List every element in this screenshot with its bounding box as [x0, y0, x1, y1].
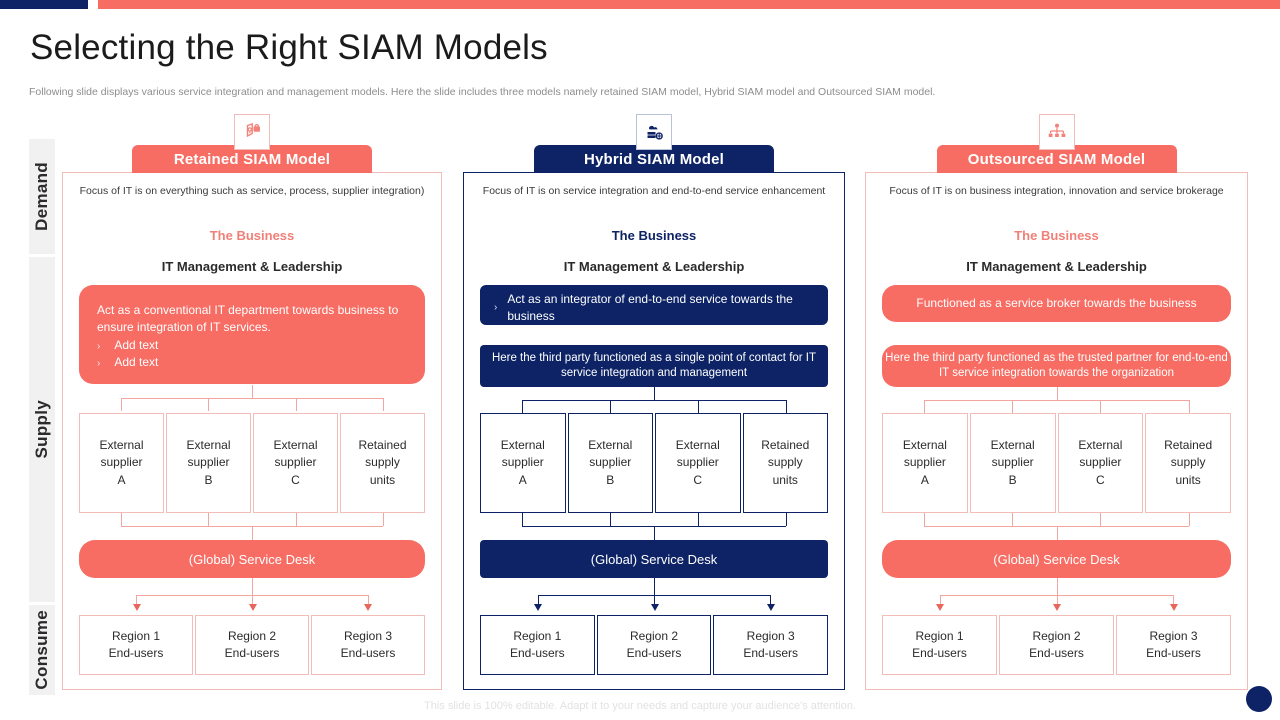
connector-tree-top-outsourced [882, 387, 1231, 425]
supplier-box[interactable]: External supplier A [480, 413, 566, 513]
supplier-box[interactable]: External supplier A [79, 413, 164, 513]
cloud-server-icon [636, 114, 672, 150]
corner-dot-decoration [1246, 686, 1272, 712]
supplier-box[interactable]: External supplier B [969, 413, 1056, 513]
bullet-item: › Add text [97, 337, 407, 354]
region-box[interactable]: Region 1 End-users [480, 615, 595, 675]
supplier-box[interactable]: Retained supply units [1145, 413, 1231, 513]
region-row-hybrid: Region 1 End-users Region 2 End-users Re… [480, 615, 829, 675]
statement-text-hybrid: Act as an integrator of end-to-end servi… [507, 292, 793, 323]
supplier-box[interactable]: External supplier C [1057, 413, 1144, 513]
rail-segment-supply: Supply [29, 257, 55, 602]
region-box[interactable]: Region 1 End-users [79, 615, 193, 675]
rail-label-consume: Consume [32, 610, 51, 690]
rail-label-supply: Supply [32, 400, 51, 459]
region-row-retained: Region 1 End-users Region 2 End-users Re… [79, 615, 425, 675]
region-box[interactable]: Region 3 End-users [713, 615, 829, 675]
top-accent-bar-red [98, 0, 1280, 9]
supplier-box[interactable]: Retained supply units [742, 413, 828, 513]
supplier-box[interactable]: External supplier C [253, 413, 338, 513]
connector-tree-top-retained [79, 385, 425, 423]
chevron-right-icon: › [97, 341, 101, 353]
org-chart-icon [1038, 114, 1075, 150]
focus-text-retained: Focus of IT is on everything such as ser… [79, 185, 425, 197]
connector-tree-bottom-retained [79, 513, 425, 541]
it-management-label-retained: IT Management & Leadership [161, 259, 343, 274]
region-row-outsourced: Region 1 End-users Region 2 End-users Re… [882, 615, 1231, 675]
shield-lock-icon [234, 114, 270, 150]
page-title: Selecting the Right SIAM Models [30, 28, 548, 67]
statement-block-hybrid: › Act as an integrator of end-to-end ser… [480, 285, 828, 325]
connector-arrows-retained [79, 578, 425, 611]
rail-label-demand: Demand [32, 162, 51, 231]
focus-text-outsourced: Focus of IT is on business integration, … [889, 185, 1224, 197]
the-business-label-retained: The Business [209, 228, 295, 243]
chevron-right-icon: › [494, 302, 498, 314]
service-desk-hybrid[interactable]: (Global) Service Desk [480, 540, 828, 578]
top-accent-bar-navy [0, 0, 88, 9]
supplier-row-retained: External supplier A External supplier B … [79, 413, 425, 513]
model-column-retained: Retained SIAM Model Focus of IT is on ev… [62, 114, 442, 690]
chevron-right-icon: › [97, 357, 101, 369]
supplier-box[interactable]: External supplier C [655, 413, 741, 513]
page-subtitle: Following slide displays various service… [29, 86, 936, 98]
connector-arrows-outsourced [882, 578, 1231, 611]
focus-text-hybrid: Focus of IT is on service integration an… [482, 185, 826, 197]
statement-block-outsourced: Functioned as a service broker towards t… [882, 285, 1231, 322]
footer-note: This slide is 100% editable. Adapt it to… [424, 700, 856, 712]
region-box[interactable]: Region 3 End-users [311, 615, 425, 675]
supplier-box[interactable]: Retained supply units [340, 413, 425, 513]
region-box[interactable]: Region 1 End-users [882, 615, 997, 675]
the-business-label-hybrid: The Business [611, 228, 697, 243]
model-panel-retained: Focus of IT is on everything such as ser… [62, 172, 442, 690]
bullet-label: Add text [114, 338, 159, 353]
connector-arrows-hybrid [480, 578, 828, 611]
connector-tree-top-hybrid [480, 387, 828, 425]
statement2-block-hybrid: Here the third party functioned as a sin… [480, 345, 828, 387]
connector-tree-bottom-outsourced [882, 513, 1231, 541]
bullet-item: › Add text [97, 354, 407, 371]
model-panel-outsourced: Focus of IT is on business integration, … [865, 172, 1248, 690]
rail-segment-consume: Consume [29, 605, 55, 695]
bullet-label: Add text [114, 354, 159, 369]
supplier-box[interactable]: External supplier A [882, 413, 968, 513]
rail-segment-demand: Demand [29, 139, 55, 254]
lifecycle-rail: Demand Supply Consume [29, 139, 55, 695]
statement-text-retained: Act as a conventional IT department towa… [97, 303, 399, 334]
region-box[interactable]: Region 2 End-users [596, 615, 712, 675]
it-management-label-outsourced: IT Management & Leadership [966, 259, 1147, 274]
service-desk-outsourced[interactable]: (Global) Service Desk [882, 540, 1231, 578]
statement-bullets-retained: › Add text › Add text [97, 337, 407, 371]
region-box[interactable]: Region 2 End-users [999, 615, 1114, 675]
supplier-row-outsourced: External supplier A External supplier B … [882, 413, 1231, 513]
connector-tree-bottom-hybrid [480, 513, 828, 541]
model-column-outsourced: Outsourced SIAM Model Focus of IT is on … [865, 114, 1248, 690]
statement-block-retained: Act as a conventional IT department towa… [79, 285, 425, 384]
statement2-block-outsourced: Here the third party functioned as the t… [882, 345, 1231, 387]
model-column-hybrid: Hybrid SIAM Model Focus of IT is on serv… [463, 114, 845, 690]
supplier-row-hybrid: External supplier A External supplier B … [480, 413, 828, 513]
supplier-box[interactable]: External supplier B [567, 413, 653, 513]
region-box[interactable]: Region 2 End-users [195, 615, 309, 675]
the-business-label-outsourced: The Business [1014, 228, 1099, 243]
region-box[interactable]: Region 3 End-users [1116, 615, 1231, 675]
model-panel-hybrid: Focus of IT is on service integration an… [463, 172, 845, 690]
supplier-box[interactable]: External supplier B [166, 413, 251, 513]
service-desk-retained[interactable]: (Global) Service Desk [79, 540, 425, 578]
it-management-label-hybrid: IT Management & Leadership [563, 259, 745, 274]
